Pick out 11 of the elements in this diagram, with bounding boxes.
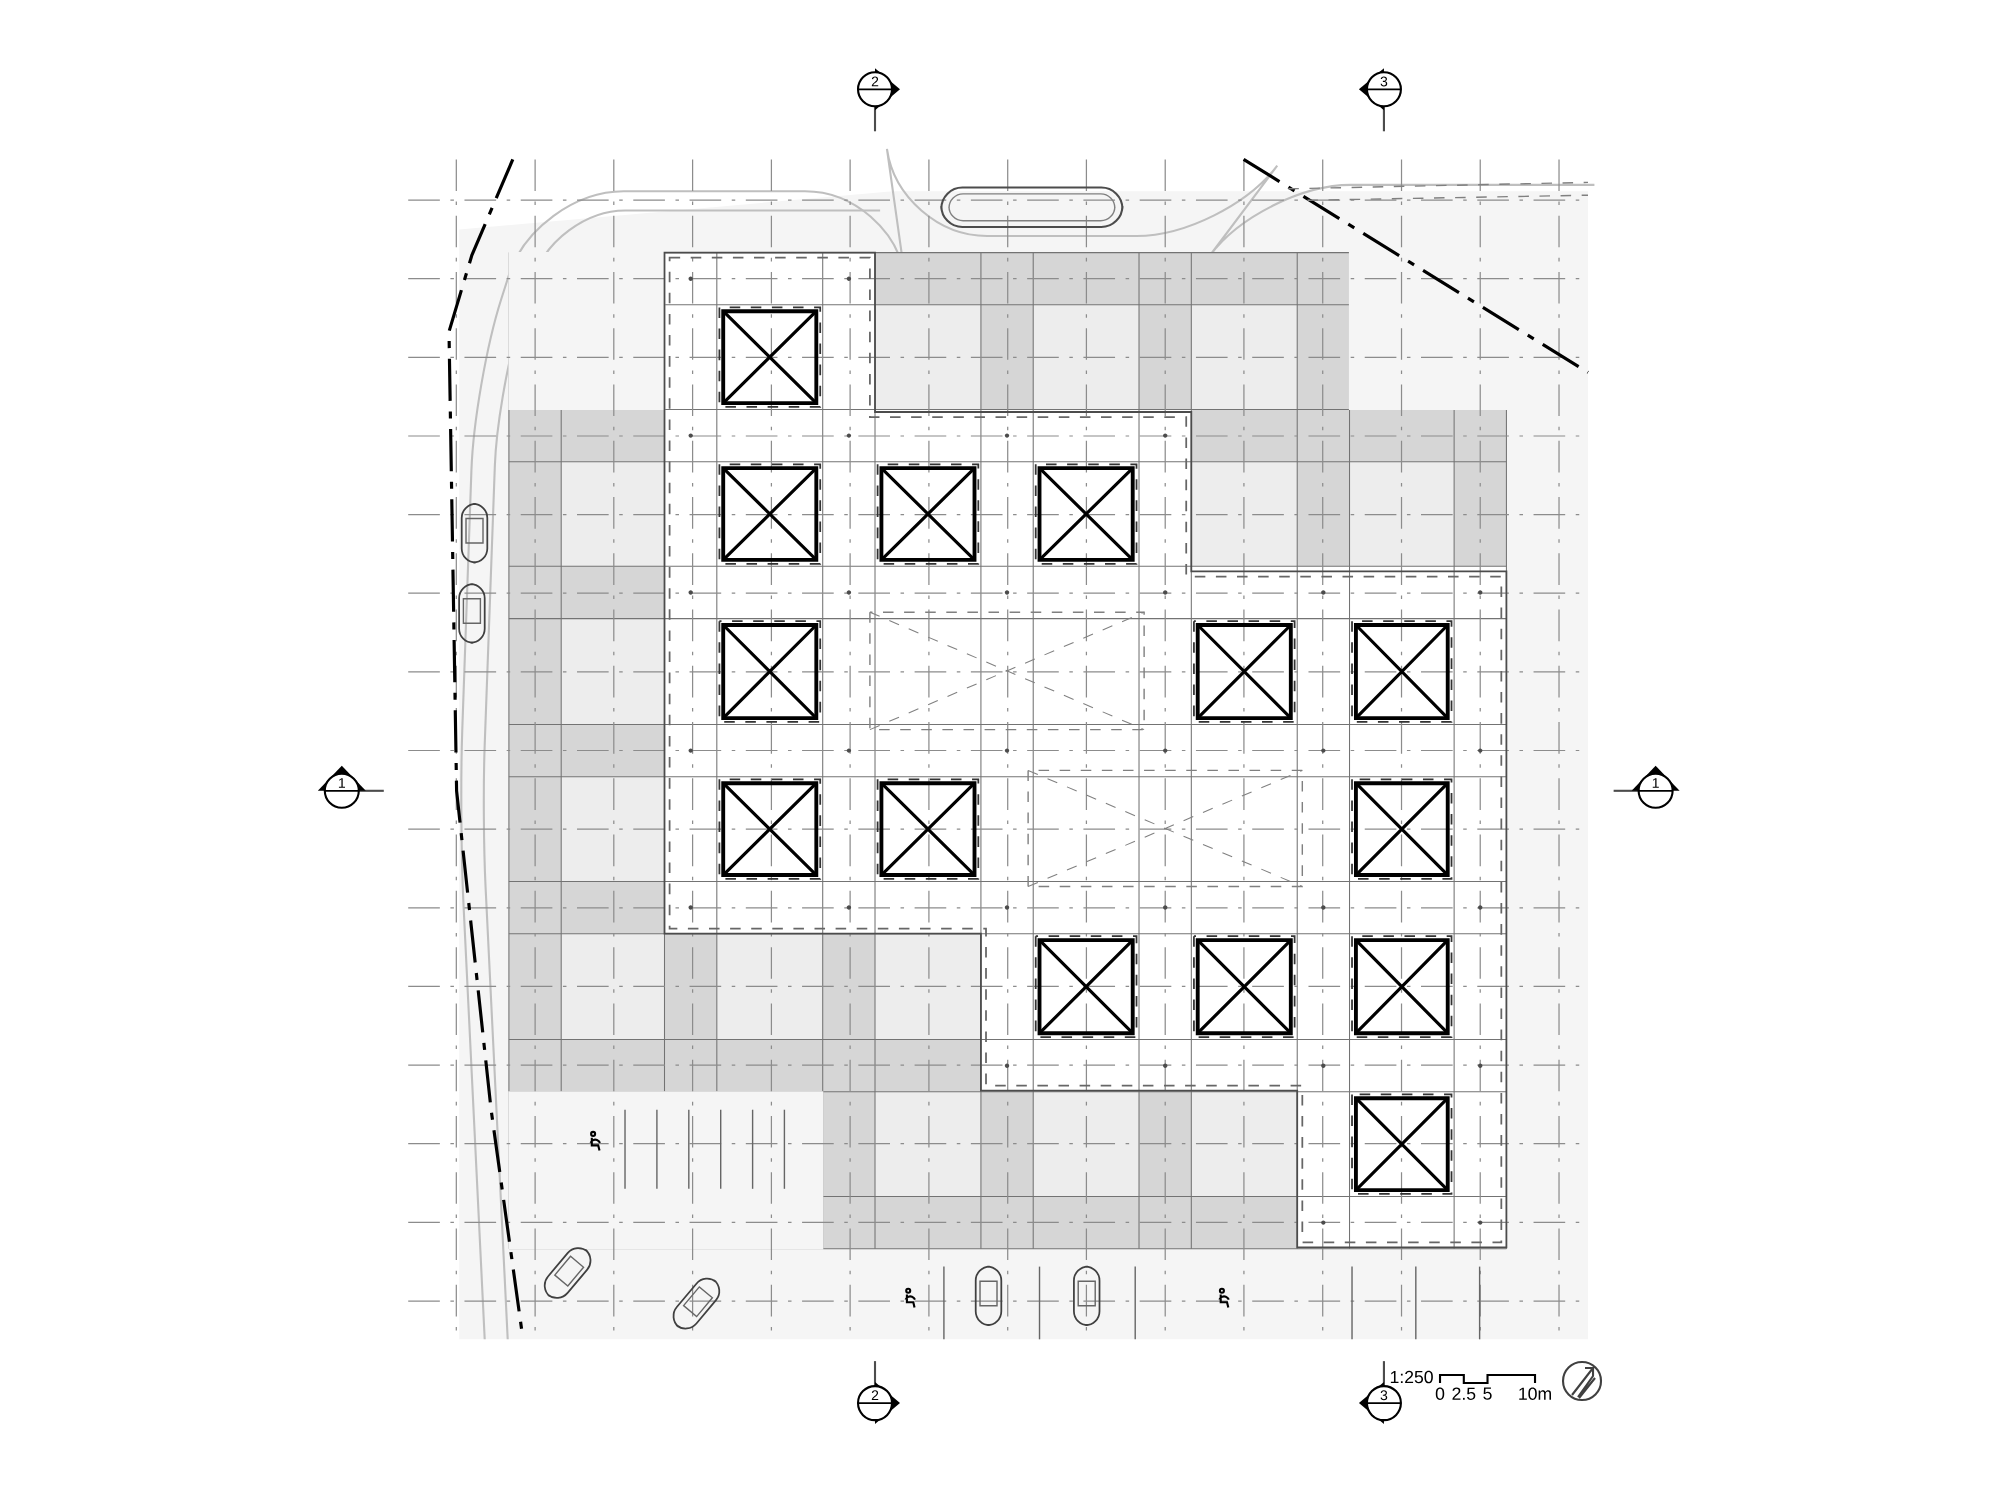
- section-number: 1: [1652, 778, 1659, 788]
- section-number: 3: [1380, 76, 1388, 87]
- scale-tick-label: 5: [1483, 1387, 1492, 1400]
- section-number: 3: [1380, 1390, 1388, 1401]
- section-number: 2: [871, 1390, 879, 1401]
- section-number: 2: [871, 76, 879, 87]
- scale-tick-label: 10m: [1519, 1387, 1551, 1400]
- section-number: 1: [338, 778, 345, 788]
- scale-tick-label: 2.5: [1452, 1387, 1476, 1400]
- scale-label: 1:250: [1390, 1370, 1433, 1384]
- scale-tick-label: 0: [1435, 1387, 1445, 1400]
